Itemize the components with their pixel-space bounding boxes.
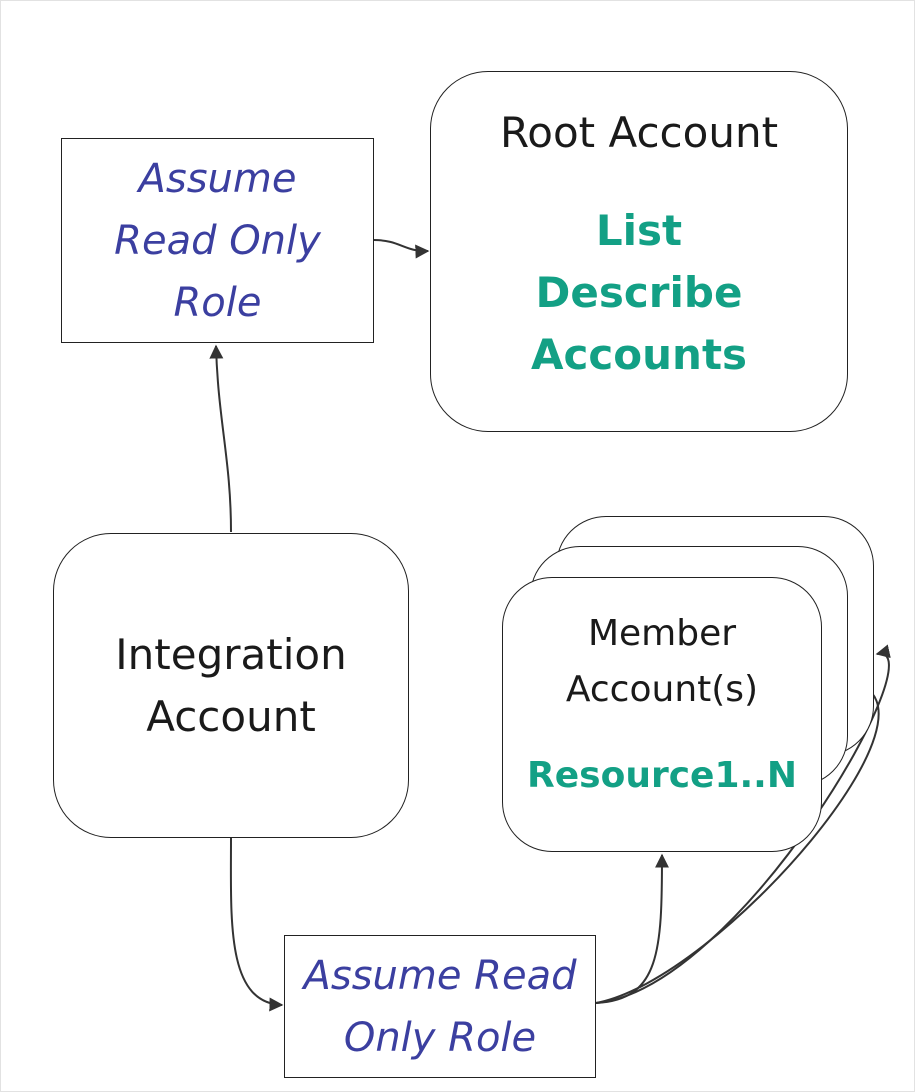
integration-account-line-2: Account xyxy=(146,691,316,741)
member-permission-resources: Resource1..N xyxy=(527,755,797,796)
assume-role-top-line-3: Role xyxy=(173,279,262,326)
root-permission-accounts: Accounts xyxy=(530,330,748,379)
integration-account-line-1: Integration xyxy=(115,629,347,679)
assume-role-top-line-2: Read Only xyxy=(114,217,321,264)
arrow-integration-to-bottom-role xyxy=(229,837,284,1012)
root-account-node: Root Account List Describe Accounts xyxy=(430,71,848,432)
assume-read-only-role-bottom: Assume Read Only Role xyxy=(284,935,596,1078)
root-permission-list: List xyxy=(595,206,683,255)
member-account-line-2: Account(s) xyxy=(565,669,759,710)
integration-account-node: Integration Account xyxy=(53,533,409,838)
member-account-node: Member Account(s) Resource1..N xyxy=(502,577,822,852)
assume-role-top-line-1: Assume xyxy=(138,155,297,202)
root-permission-describe: Describe xyxy=(535,268,743,317)
assume-read-only-role-top: Assume Read Only Role xyxy=(61,138,374,343)
arrow-integration-to-top-role xyxy=(209,344,232,533)
root-account-title: Root Account xyxy=(499,108,779,157)
arrow-bottom-role-to-stack-2 xyxy=(595,678,880,1004)
arrow-top-role-to-root xyxy=(373,239,430,259)
member-account-line-1: Member xyxy=(587,613,737,654)
assume-role-bottom-line-2: Only Role xyxy=(343,1014,537,1061)
assume-role-bottom-line-1: Assume Read xyxy=(303,952,577,999)
